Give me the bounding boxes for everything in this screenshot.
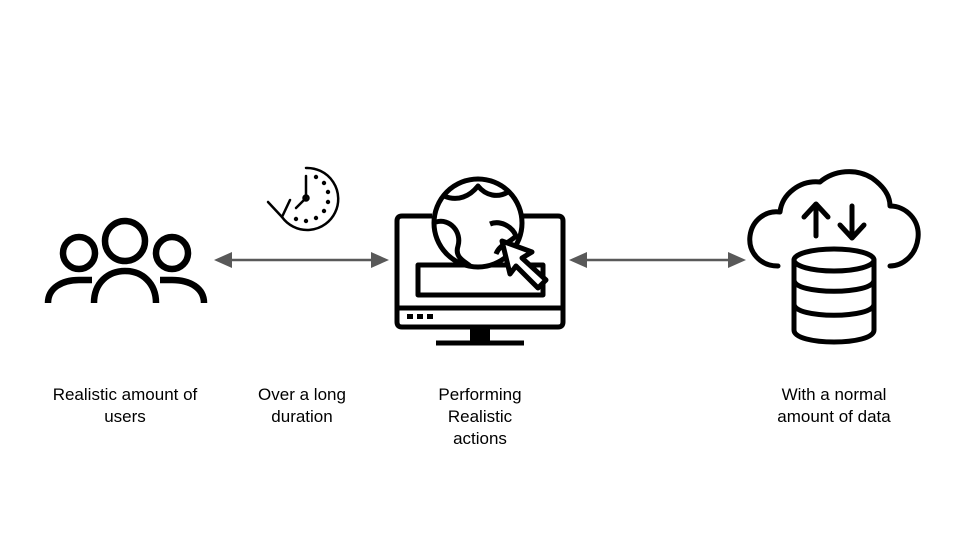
- caption-duration: Over a long duration: [243, 384, 361, 428]
- arrowhead-right: [728, 252, 746, 268]
- caption-data-line-1: With a normal: [781, 385, 887, 404]
- caption-computer-line-1: Performing: [438, 385, 522, 404]
- arrowhead-left: [214, 252, 232, 268]
- caption-duration-line-2: duration: [271, 407, 333, 426]
- arrowhead-right: [371, 252, 389, 268]
- caption-users-line-2: users: [104, 407, 146, 426]
- cloud-database-icon: [747, 169, 921, 345]
- arrow-users-computer: [214, 252, 389, 268]
- caption-computer-line-2: Realistic: [447, 407, 513, 426]
- caption-users: Realistic amount of users: [45, 384, 205, 428]
- users-icon: [44, 217, 208, 304]
- arrowhead-left: [569, 252, 587, 268]
- caption-users-line-1: Realistic amount of: [52, 385, 198, 404]
- caption-data: With a normal amount of data: [764, 384, 904, 428]
- caption-data-line-2: amount of data: [777, 407, 891, 426]
- caption-computer: Performing Realistic actions: [420, 384, 540, 450]
- caption-duration-line-1: Over a long: [258, 385, 346, 404]
- clock-icon: [266, 166, 340, 232]
- monitor-globe-cursor-icon: [394, 176, 566, 346]
- caption-computer-line-3: actions: [453, 429, 507, 448]
- arrow-computer-data: [569, 252, 746, 268]
